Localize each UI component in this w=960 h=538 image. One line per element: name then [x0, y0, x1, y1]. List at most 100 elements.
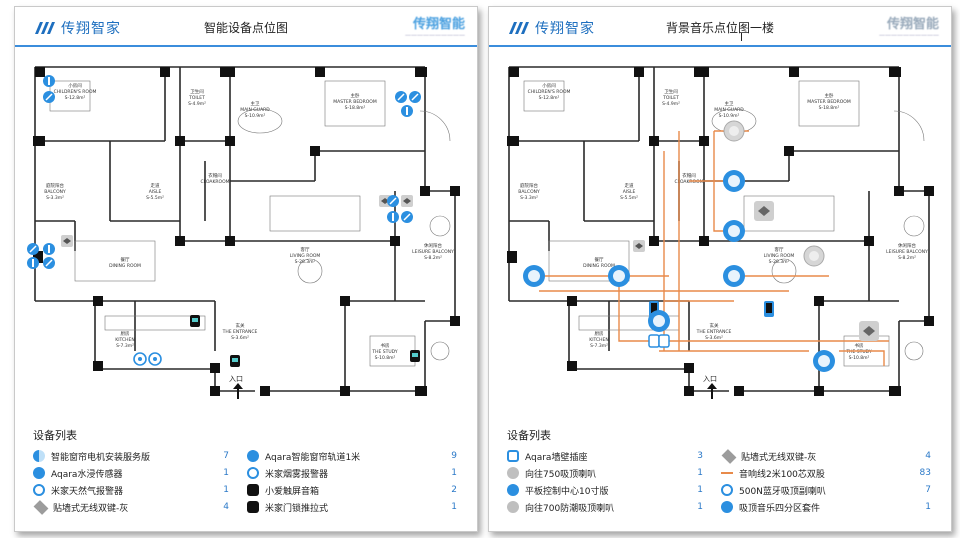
wall-column [340, 296, 350, 306]
page-title: 背景音乐点位图一楼 [665, 21, 774, 35]
legend-item-count: 7 [925, 485, 931, 495]
panel-header: 传翔智家 智能设备点位图 传翔智能 —————————— [15, 7, 477, 45]
coffee-table [297, 258, 323, 284]
device-marker [764, 301, 774, 317]
legend-item-count: 9 [451, 451, 457, 461]
legend-item-count: 1 [223, 485, 229, 495]
door-lock-icon [247, 501, 259, 513]
room-label-line: S-12.8m² [539, 95, 560, 101]
room-label-line: 小房间 [68, 82, 82, 89]
room-label-line: 衣帽间 [682, 172, 696, 179]
wall-column [450, 186, 460, 196]
wall-column [210, 363, 220, 373]
wall-column [864, 236, 874, 246]
wall-column [789, 67, 799, 77]
legend-title: 设备列表 [33, 429, 77, 442]
room-label-line: S-7.3m² [590, 343, 608, 349]
legend-item-label: 米家烟雾报警器 [265, 469, 329, 480]
room-label-line: S-8.2m² [898, 255, 916, 261]
window-bay [893, 110, 925, 142]
legend-item-label: 音响线2米100芯双股 [739, 469, 825, 480]
chair [904, 341, 924, 361]
room-label-line: 小房间 [542, 82, 556, 89]
legend-item-label: 向往750吸顶喇叭 [525, 469, 597, 480]
floor-plan-walls [507, 66, 934, 396]
wall-column [567, 361, 577, 371]
room-label-line: 主卫 [251, 100, 260, 107]
coffee-table [771, 258, 797, 284]
wall-column [415, 67, 427, 77]
brand-logo: 传翔智家 [509, 18, 595, 38]
plant [429, 215, 451, 237]
device-mark [528, 270, 540, 282]
device-marker [409, 91, 421, 103]
room-label-line: 玄关 [710, 322, 719, 329]
device-marker [43, 257, 55, 269]
wall-column [889, 386, 901, 396]
wall-column [784, 146, 794, 156]
legend-item-count: 1 [925, 502, 931, 512]
device-mark [653, 315, 665, 327]
device-mark [392, 213, 394, 221]
room-label-line: 庭院阳台 [520, 182, 538, 189]
wireless-switch-icon [33, 499, 49, 515]
room-label-line: S-10.9m² [719, 113, 740, 119]
legend-item-count: 4 [223, 502, 229, 512]
device-mark [192, 318, 198, 322]
device-marker [387, 211, 399, 223]
device-mark [403, 213, 411, 221]
room-label-line: S-4.9m² [188, 101, 206, 107]
room-label-line: 休闲阳台 [898, 242, 916, 249]
wireless-switch-icon [721, 448, 737, 464]
device-mark [45, 93, 53, 101]
wall-column [507, 136, 519, 146]
device-mark [406, 107, 408, 115]
room-label-line: AISLE [623, 189, 636, 195]
room-label-line: CLOAKROOM [200, 179, 229, 185]
room-label-line: CHILDREN'S ROOM [54, 89, 97, 95]
legend-item-label: Aqara水浸传感器 [51, 469, 123, 480]
room-label-line: 走道 [625, 182, 634, 189]
room-label-line: 休闲阳台 [424, 242, 442, 249]
room-label-line: LIVING ROOM [290, 253, 321, 259]
device-marker [410, 350, 420, 362]
device-marker [43, 243, 55, 255]
bluetooth-speaker-icon [721, 484, 733, 496]
room-label-line: S-3.3m² [520, 195, 538, 201]
device-marker [859, 321, 879, 341]
wall-column [699, 136, 709, 146]
room-label-line: CLOAKROOM [674, 179, 703, 185]
device-marker [633, 240, 645, 252]
device-marker [648, 334, 660, 348]
wall-column [634, 67, 644, 77]
device-marker [43, 91, 55, 103]
wall-column [567, 296, 577, 306]
device-mark [729, 126, 739, 136]
room-label-line: KITCHEN [115, 337, 135, 343]
device-mark [863, 326, 875, 336]
device-mark [63, 238, 71, 244]
device-mark [809, 251, 819, 261]
device-marker [27, 257, 39, 269]
brand-watermark-text: 传翔智能 [886, 17, 939, 32]
water-sensor-icon [33, 467, 45, 479]
legend-item-label: 贴墙式无线双键-灰 [741, 452, 817, 463]
sofa [743, 195, 835, 232]
wall-column [220, 67, 235, 77]
device-marker [230, 355, 240, 367]
room-label-line: DINING ROOM [109, 263, 141, 269]
legend-item-label: 米家门锁推拉式 [265, 503, 329, 514]
speaker-cable-run [839, 350, 885, 366]
room-label-line: S-12.8m² [65, 95, 86, 101]
device-marker [523, 265, 545, 287]
